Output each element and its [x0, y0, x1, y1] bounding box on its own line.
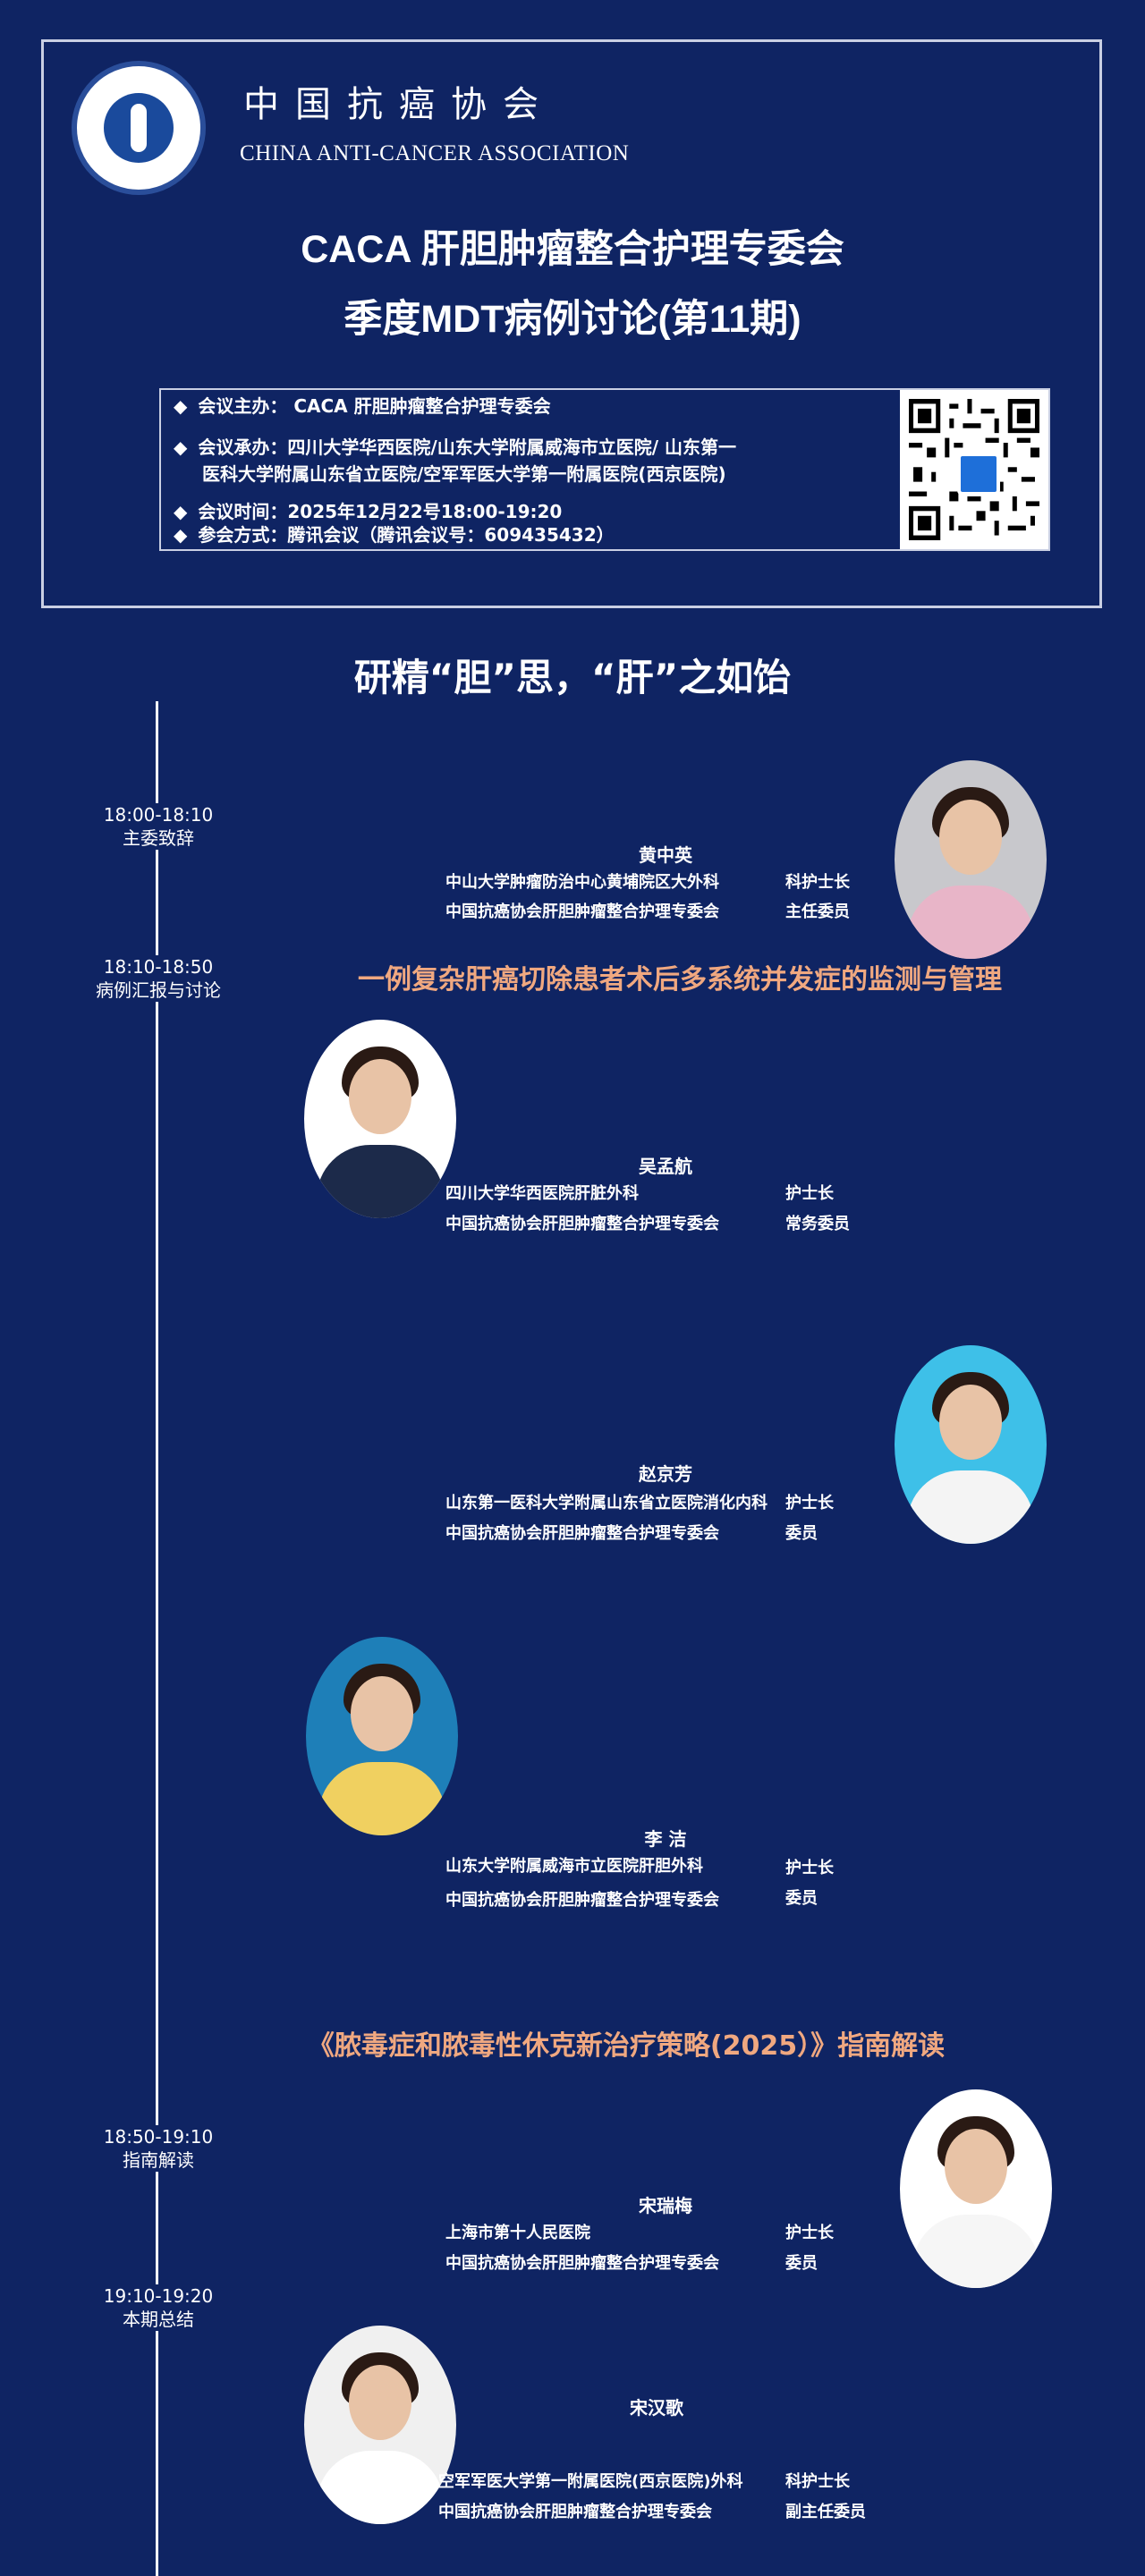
- speaker-name: 赵京芳: [639, 1463, 692, 1485]
- speaker-affiliation: 中国抗癌协会肝胆肿瘤整合护理专委会: [445, 902, 719, 921]
- speaker-affiliation: 山东第一医科大学附属山东省立医院消化内科: [445, 1494, 768, 1513]
- speaker-role: 委员: [785, 1524, 818, 1543]
- speaker-role: 委员: [785, 1889, 818, 1908]
- speaker-role: 科护士长: [785, 873, 850, 892]
- schedule-label: 指南解读: [123, 2149, 194, 2171]
- speaker-role: 护士长: [785, 1859, 834, 1877]
- speaker-role: 护士长: [785, 2224, 834, 2242]
- page-title: CACA 肝胆肿瘤整合护理专委会: [301, 228, 844, 271]
- org-name-en: CHINA ANTI-CANCER ASSOCIATION: [240, 141, 630, 165]
- speaker-role: 护士长: [785, 1494, 834, 1513]
- speaker-affiliation: 四川大学华西医院肝脏外科: [445, 1184, 639, 1203]
- schedule-label: 主委致辞: [123, 827, 194, 849]
- speaker-affiliation: 中山大学肿瘤防治中心黄埔院区大外科: [445, 873, 719, 892]
- bullet-icon: ◆: [174, 524, 188, 546]
- schedule-time: 18:10-18:50: [103, 956, 214, 978]
- header-frame: [41, 39, 1102, 608]
- caca-logo: [72, 61, 206, 195]
- schedule-time: 18:50-19:10: [103, 2126, 214, 2148]
- schedule-item: 18:00-18:10 主委致辞: [55, 803, 261, 850]
- page-subtitle: 季度MDT病例讨论(第11期): [344, 298, 802, 341]
- schedule-label: 本期总结: [123, 2309, 194, 2330]
- speaker-name: 吴孟航: [639, 1156, 692, 1177]
- info-organizer: ◆会议承办：四川大学华西医院/山东大学附属威海市立医院/ 山东第一: [174, 436, 736, 458]
- speaker-affiliation: 山东大学附属威海市立医院肝胆外科: [445, 1857, 703, 1876]
- org-name-cn: 中国抗癌协会: [243, 84, 555, 125]
- info-host: ◆会议主办： CACA 肝胆肿瘤整合护理专委会: [174, 395, 551, 417]
- speaker-affiliation: 上海市第十人民医院: [445, 2224, 590, 2242]
- speaker-photo: [900, 2089, 1052, 2288]
- schedule-time: 19:10-19:20: [103, 2285, 214, 2307]
- speaker-name: 宋瑞梅: [639, 2195, 692, 2216]
- case-topic: 一例复杂肝癌切除患者术后多系统并发症的监测与管理: [358, 964, 1002, 996]
- speaker-photo: [895, 760, 1047, 959]
- schedule-item: 18:10-18:50 病例汇报与讨论: [55, 955, 261, 1002]
- meeting-info-box: [159, 388, 1050, 551]
- speaker-affiliation: 中国抗癌协会肝胆肿瘤整合护理专委会: [445, 1215, 719, 1233]
- speaker-name: 李 洁: [644, 1828, 687, 1850]
- info-time: ◆会议时间：2025年12月22号18:00-19:20: [174, 501, 563, 522]
- info-organizer-cont: 医科大学附属山东省立医院/空军军医大学第一附属医院(西京医院): [202, 463, 726, 485]
- speaker-role: 护士长: [785, 1184, 834, 1203]
- bullet-icon: ◆: [174, 436, 188, 458]
- bullet-icon: ◆: [174, 501, 188, 522]
- speaker-affiliation: 中国抗癌协会肝胆肿瘤整合护理专委会: [445, 1524, 719, 1543]
- schedule-item: 19:10-19:20 本期总结: [55, 2284, 261, 2331]
- tencent-meeting-icon: [957, 453, 1000, 496]
- bullet-icon: ◆: [174, 395, 188, 417]
- info-method: ◆参会方式：腾讯会议（腾讯会议号：609435432）: [174, 524, 615, 546]
- speaker-role: 副主任委员: [785, 2503, 866, 2521]
- speaker-photo: [306, 1637, 458, 1835]
- slogan: 研精“胆”思，“肝”之如饴: [353, 656, 792, 699]
- speaker-role: 常务委员: [785, 1215, 850, 1233]
- speaker-affiliation: 中国抗癌协会肝胆肿瘤整合护理专委会: [438, 2503, 712, 2521]
- speaker-name: 黄中英: [639, 844, 692, 866]
- speaker-affiliation: 中国抗癌协会肝胆肿瘤整合护理专委会: [445, 1891, 719, 1910]
- speaker-role: 委员: [785, 2254, 818, 2273]
- meeting-qr-code[interactable]: [900, 390, 1048, 549]
- qr-pattern: [909, 399, 1039, 540]
- speaker-photo: [895, 1345, 1047, 1544]
- timeline-line: [156, 701, 158, 2576]
- speaker-name: 宋汉歌: [630, 2397, 683, 2419]
- speaker-affiliation: 空军军医大学第一附属医院(西京医院)外科: [438, 2472, 743, 2491]
- schedule-label: 病例汇报与讨论: [96, 979, 221, 1001]
- speaker-photo: [304, 2326, 456, 2524]
- schedule-time: 18:00-18:10: [103, 804, 214, 826]
- guide-topic: 《脓毒症和脓毒性休克新治疗策略(2025）》指南解读: [307, 2030, 946, 2062]
- speaker-photo: [304, 1020, 456, 1218]
- speaker-role: 主任委员: [785, 902, 850, 921]
- schedule-item: 18:50-19:10 指南解读: [55, 2125, 261, 2172]
- speaker-role: 科护士长: [785, 2472, 850, 2491]
- speaker-affiliation: 中国抗癌协会肝胆肿瘤整合护理专委会: [445, 2254, 719, 2273]
